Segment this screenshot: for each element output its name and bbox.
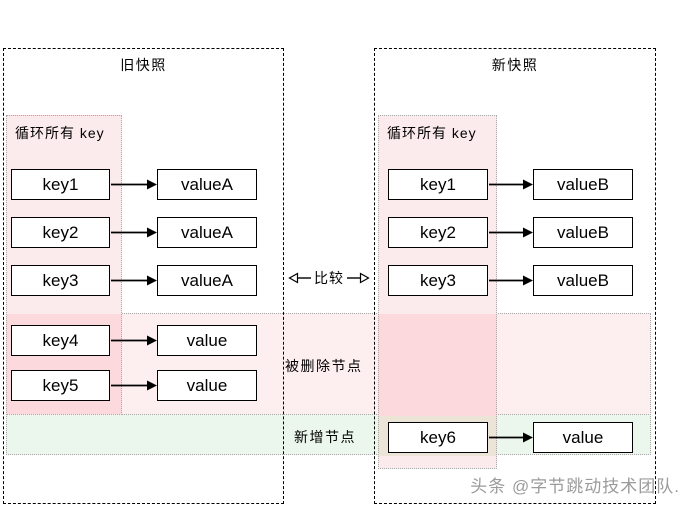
new-key6-arrow-icon (489, 431, 533, 444)
old-key5-box: key5 (11, 370, 110, 401)
compare-arrow-right-icon (347, 272, 370, 284)
old-key4-box: key4 (11, 325, 110, 356)
new-key6-box: key6 (388, 422, 488, 453)
old-key2-arrow-icon (111, 226, 157, 239)
new-value1-box: valueB (533, 169, 633, 200)
new-key3-box: key3 (388, 265, 488, 296)
old-key2-box: key2 (11, 217, 110, 248)
watermark-text: 头条 @字节跳动技术团队. (470, 477, 680, 496)
compare-arrow-left-icon (288, 272, 311, 284)
new-value3-box: valueB (533, 265, 633, 296)
old-key3-arrow-icon (111, 274, 157, 287)
old-key4-arrow-icon (111, 334, 157, 347)
old-key5-arrow-icon (111, 379, 157, 392)
compare-annotation: 比较 (283, 267, 375, 289)
new-loop-region-label: 循环所有 key (387, 125, 477, 141)
old-key1-box: key1 (11, 169, 110, 200)
compare-label: 比较 (314, 270, 344, 286)
new-key3-arrow-icon (489, 274, 533, 287)
new-key2-arrow-icon (489, 226, 533, 239)
added-band-label: 新增节点 (294, 429, 356, 445)
new-key1-box: key1 (388, 169, 488, 200)
old-snapshot-title: 旧快照 (120, 57, 167, 73)
new-value2-box: valueB (533, 217, 633, 248)
old-value4-box: value (157, 325, 257, 356)
old-value5-box: value (157, 370, 257, 401)
new-key2-box: key2 (388, 217, 488, 248)
new-snapshot-title: 新快照 (491, 57, 539, 73)
deleted-band-label: 被删除节点 (285, 358, 363, 374)
old-key1-arrow-icon (111, 178, 157, 191)
old-value3-box: valueA (157, 265, 257, 296)
new-key1-arrow-icon (489, 178, 533, 191)
new-value6-box: value (533, 422, 633, 453)
old-value2-box: valueA (157, 217, 257, 248)
old-loop-region-label: 循环所有 key (15, 125, 105, 141)
old-key3-box: key3 (11, 265, 110, 296)
old-value1-box: valueA (157, 169, 257, 200)
